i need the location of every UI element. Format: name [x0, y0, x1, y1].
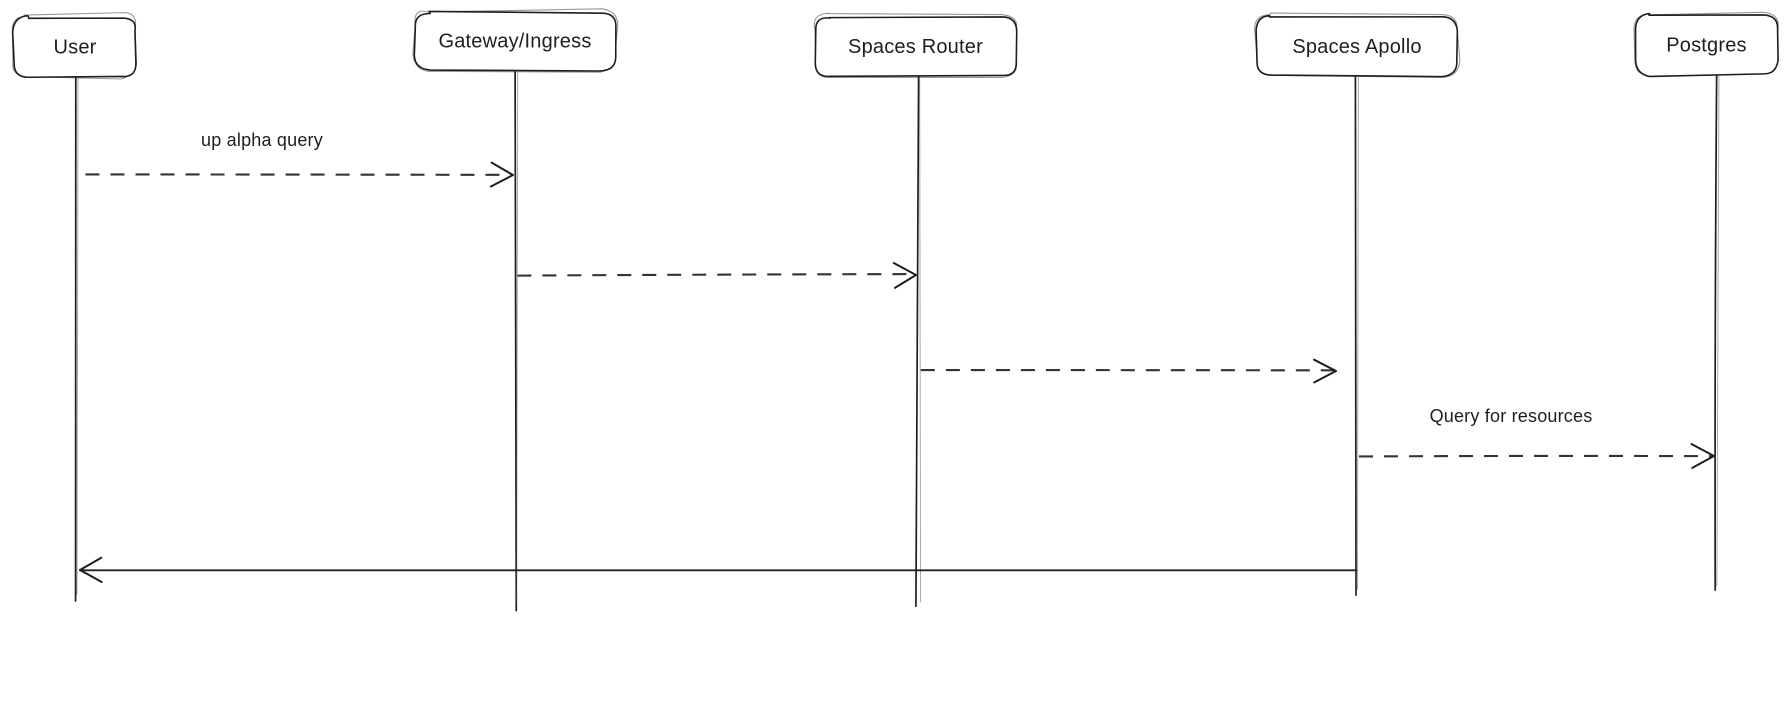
- participant-gateway[interactable]: Gateway/Ingress: [412, 8, 619, 73]
- participant-label-spaces-apollo: Spaces Apollo: [1292, 36, 1421, 58]
- participant-label-spaces-router: Spaces Router: [848, 36, 983, 58]
- arrowhead-icon: [1313, 358, 1337, 384]
- participant-user[interactable]: User: [11, 12, 138, 80]
- arrowhead-icon: [1690, 443, 1715, 469]
- message-label-msg-query-for-resources: Query for resources: [1430, 406, 1593, 426]
- participant-postgres[interactable]: Postgres: [1633, 11, 1779, 78]
- participant-box: [413, 10, 617, 72]
- participant-box: [1255, 15, 1459, 78]
- participant-spaces-router[interactable]: Spaces Router: [813, 12, 1018, 79]
- lifeline-spaces-router: [915, 74, 922, 608]
- participant-box: [11, 14, 137, 79]
- message-msg-router-to-apollo[interactable]: [920, 358, 1337, 384]
- lifeline-spaces-apollo: [1354, 76, 1359, 597]
- arrowhead-icon: [489, 161, 514, 188]
- participant-box-sketch-stroke: [813, 12, 1018, 79]
- participant-box-sketch-stroke: [412, 8, 619, 73]
- arrowhead-icon: [79, 556, 103, 583]
- participants-layer: User Gateway/Ingress Spaces Router Spaces A…: [11, 8, 1779, 80]
- participant-box: [814, 16, 1018, 78]
- participant-label-gateway: Gateway/Ingress: [438, 30, 591, 52]
- lifelines-layer: [74, 69, 1720, 612]
- lifeline-user: [74, 75, 79, 602]
- lifeline-postgres: [1714, 73, 1720, 591]
- message-msg-return-to-user[interactable]: [78, 556, 1358, 583]
- message-label-msg-up-alpha-query: up alpha query: [201, 130, 323, 150]
- participant-label-user: User: [53, 36, 96, 58]
- arrowhead-icon: [892, 262, 917, 289]
- message-msg-query-for-resources[interactable]: Query for resources: [1359, 406, 1715, 469]
- message-line: [517, 273, 916, 277]
- message-line: [1359, 454, 1714, 458]
- participant-spaces-apollo[interactable]: Spaces Apollo: [1254, 12, 1461, 78]
- participant-label-postgres: Postgres: [1666, 34, 1747, 56]
- lifeline-gateway: [514, 69, 519, 612]
- message-msg-gateway-to-router[interactable]: [517, 262, 917, 289]
- participant-box: [1634, 12, 1779, 78]
- message-msg-up-alpha-query[interactable]: up alpha query: [85, 130, 514, 188]
- participant-box-sketch-stroke: [11, 12, 138, 80]
